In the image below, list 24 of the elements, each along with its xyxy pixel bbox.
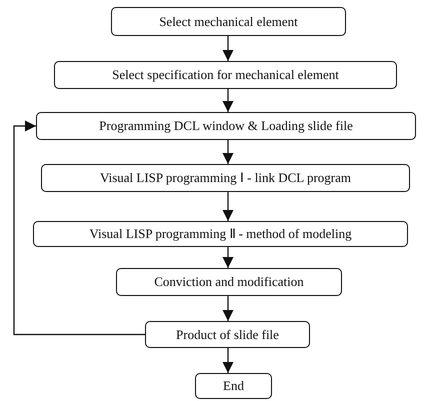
arrow <box>13 120 145 336</box>
arrow <box>222 140 234 164</box>
step-label: Visual LISP programming Ⅱ - method of modeling <box>89 226 352 242</box>
step-label: End <box>223 378 244 394</box>
arrow <box>222 296 234 321</box>
process-box <box>54 61 397 89</box>
arrow <box>222 89 234 112</box>
process-box <box>111 7 346 36</box>
step-label: Select mechanical element <box>159 14 298 30</box>
process-box <box>36 112 416 140</box>
step-label: Product of slide file <box>176 326 279 342</box>
arrow <box>222 348 234 373</box>
process-box <box>195 373 272 399</box>
step-label: Select specification for mechanical element <box>112 67 339 83</box>
process-box <box>33 221 408 247</box>
process-box <box>41 164 410 192</box>
step-label: Visual LISP programming Ⅰ - link DCL program <box>100 170 352 186</box>
arrow <box>222 247 234 268</box>
arrow <box>222 192 234 221</box>
step-label: Conviction and modification <box>154 274 304 290</box>
arrow <box>222 36 234 61</box>
process-box <box>116 268 342 296</box>
process-box <box>145 321 310 348</box>
step-label: Programming DCL window & Loading slide file <box>99 118 353 134</box>
